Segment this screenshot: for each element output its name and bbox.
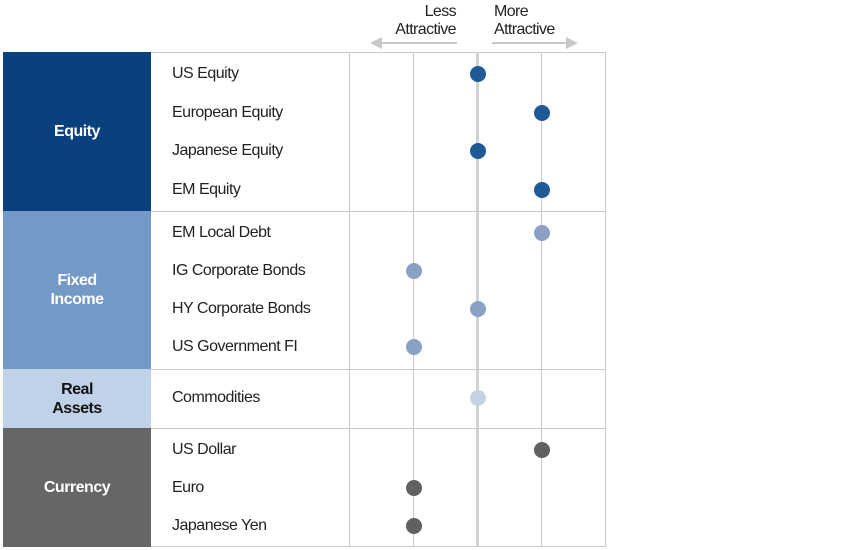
left-arrow-icon — [380, 42, 457, 44]
right-arrowhead-icon — [566, 37, 578, 49]
rating-dot — [470, 301, 486, 317]
row-divider — [151, 428, 606, 429]
rating-dot — [470, 143, 486, 159]
rating-dot — [534, 442, 550, 458]
asset-label: EM Equity — [172, 181, 241, 198]
asset-label: Euro — [172, 479, 204, 496]
row-divider — [151, 211, 606, 212]
category-label-line: Fixed — [57, 272, 97, 289]
less-line-2: Attractive — [395, 21, 456, 38]
rating-dot — [534, 105, 550, 121]
category-label-line: Real — [61, 380, 93, 398]
gridline — [413, 52, 414, 547]
category-label-line: Assets — [52, 399, 102, 417]
more-line-2: Attractive — [494, 21, 555, 38]
less-attractive-label: Less Attractive — [395, 3, 456, 39]
asset-label: IG Corporate Bonds — [172, 262, 306, 279]
asset-label: EM Local Debt — [172, 224, 271, 241]
gridline — [476, 52, 479, 547]
category-label-line: Currency — [43, 479, 111, 496]
category-currency: Currency — [3, 428, 151, 547]
rating-dot — [406, 480, 422, 496]
category-label: Equity — [54, 122, 100, 141]
asset-label: US Dollar — [172, 441, 236, 458]
left-arrowhead-icon — [370, 37, 382, 49]
more-attractive-label: More Attractive — [494, 3, 555, 39]
asset-label: Japanese Equity — [172, 142, 283, 159]
rating-dot — [534, 225, 550, 241]
asset-label: US Government FI — [172, 338, 298, 355]
rating-dot — [406, 263, 422, 279]
rating-dot — [470, 66, 486, 82]
rating-dot — [534, 182, 550, 198]
rating-dot — [406, 339, 422, 355]
category-equity: Equity — [3, 52, 151, 211]
category-label: Currency — [43, 478, 111, 497]
more-line-1: More — [494, 3, 529, 20]
label-divider — [349, 52, 350, 547]
right-arrow-icon — [492, 42, 568, 44]
asset-label: European Equity — [172, 104, 283, 121]
row-divider — [151, 369, 606, 370]
asset-label: Japanese Yen — [172, 517, 267, 534]
asset-label: US Equity — [172, 65, 239, 82]
category-label-line: Income — [50, 291, 104, 308]
rating-dot — [406, 518, 422, 534]
asset-label: HY Corporate Bonds — [172, 300, 311, 317]
rating-dot — [470, 390, 486, 406]
asset-label: Commodities — [172, 389, 260, 406]
category-label-line: Equity — [54, 123, 100, 140]
gridline — [541, 52, 542, 547]
less-line-1: Less — [424, 3, 457, 20]
